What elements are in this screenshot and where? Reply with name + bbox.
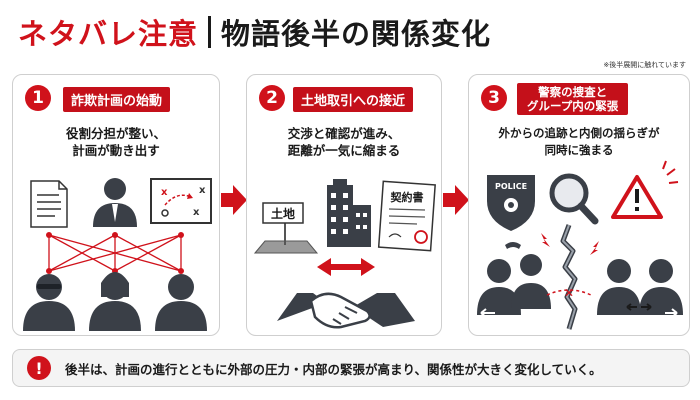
desc-line: 計画が動き出す	[72, 143, 160, 158]
team-member-icon	[155, 274, 207, 331]
sign-label: 土地	[271, 206, 295, 221]
summary-text: 後半は、計画の進行とともに外部の圧力・内部の緊張が高まり、関係性が大きく変化して…	[65, 361, 602, 377]
building-icon	[327, 179, 371, 247]
svg-text:x: x	[199, 185, 206, 196]
title-main: 物語後半の関係変化	[221, 17, 492, 51]
document-icon	[30, 180, 68, 228]
team-member-icon	[23, 274, 75, 331]
land-deal-illustration: 土地 契約書	[253, 179, 436, 329]
group-member-icon	[477, 254, 551, 315]
group-member-icon	[597, 259, 683, 315]
scheme-illustration: x x x	[23, 178, 212, 331]
contract-icon: 契約書	[377, 180, 436, 252]
alert-icon: !	[27, 356, 51, 380]
arrow-left-icon	[480, 308, 495, 318]
panel-scheme-start: 1 詐欺計画の始動 役割分担が整い、 計画が動き出す	[12, 74, 220, 336]
warning-icon	[611, 160, 679, 219]
desc-line: 交渉と確認が進み、	[287, 126, 401, 141]
desc-line: 役割分担が整い、	[65, 126, 166, 141]
step-tag-2: 土地取引への接近	[293, 87, 414, 112]
tag-line: グループ内の緊張	[527, 99, 619, 113]
step-number-3: 3	[481, 85, 507, 111]
step-desc-2: 交渉と確認が進み、 距離が一気に縮まる	[247, 125, 441, 159]
handshake-icon	[277, 292, 415, 329]
arrow-right-small-icon	[665, 308, 678, 318]
strategy-board-icon: x x x	[150, 178, 212, 224]
badge-label: POLICE	[495, 182, 527, 191]
arrow-both-icon	[626, 303, 652, 311]
network-lines-icon	[48, 234, 182, 272]
leader-icon	[93, 178, 137, 227]
arrow-right-icon	[443, 185, 469, 215]
phone-icon	[505, 242, 521, 249]
step-desc-3: 外からの追跡と内側の揺らぎが 同時に強まる	[469, 125, 689, 159]
svg-text:x: x	[161, 187, 168, 198]
step-tag-1: 詐欺計画の始動	[63, 87, 171, 112]
title-divider	[208, 16, 212, 48]
spoiler-note: ※後半展開に触れています	[603, 61, 686, 69]
double-arrow-icon	[317, 258, 375, 276]
police-badge-icon: POLICE	[487, 175, 535, 231]
panel-police-tension: 3 警察の捜査と グループ内の緊張 外からの追跡と内側の揺らぎが 同時に強まる …	[468, 74, 690, 336]
desc-line: 同時に強まる	[544, 143, 614, 157]
team-member-icon	[89, 272, 141, 331]
arrow-right-icon	[221, 185, 247, 215]
land-sign-icon: 土地	[253, 202, 319, 254]
title-warning: ネタバレ注意	[18, 17, 199, 51]
summary-bar: ! 後半は、計画の進行とともに外部の圧力・内部の緊張が高まり、関係性が大きく変化…	[12, 349, 690, 387]
step-number-1: 1	[25, 85, 51, 111]
spark-icon	[541, 233, 599, 255]
step-number-2: 2	[259, 85, 285, 111]
page-title: ネタバレ注意 物語後半の関係変化	[18, 10, 491, 54]
desc-line: 外からの追跡と内側の揺らぎが	[498, 126, 660, 140]
magnifier-icon	[549, 173, 599, 225]
contract-label: 契約書	[390, 190, 424, 204]
broken-link-icon: ✕	[564, 286, 574, 300]
panel-land-deal: 2 土地取引への接近 交渉と確認が進み、 距離が一気に縮まる 土地	[246, 74, 442, 336]
svg-text:x: x	[193, 207, 200, 218]
crack-icon	[560, 224, 578, 330]
step-desc-1: 役割分担が整い、 計画が動き出す	[13, 125, 219, 159]
police-tension-illustration: POLICE	[477, 160, 683, 330]
desc-line: 距離が一気に縮まる	[287, 143, 401, 158]
tag-line: 警察の捜査と	[538, 85, 608, 99]
step-tag-3: 警察の捜査と グループ内の緊張	[517, 83, 629, 115]
